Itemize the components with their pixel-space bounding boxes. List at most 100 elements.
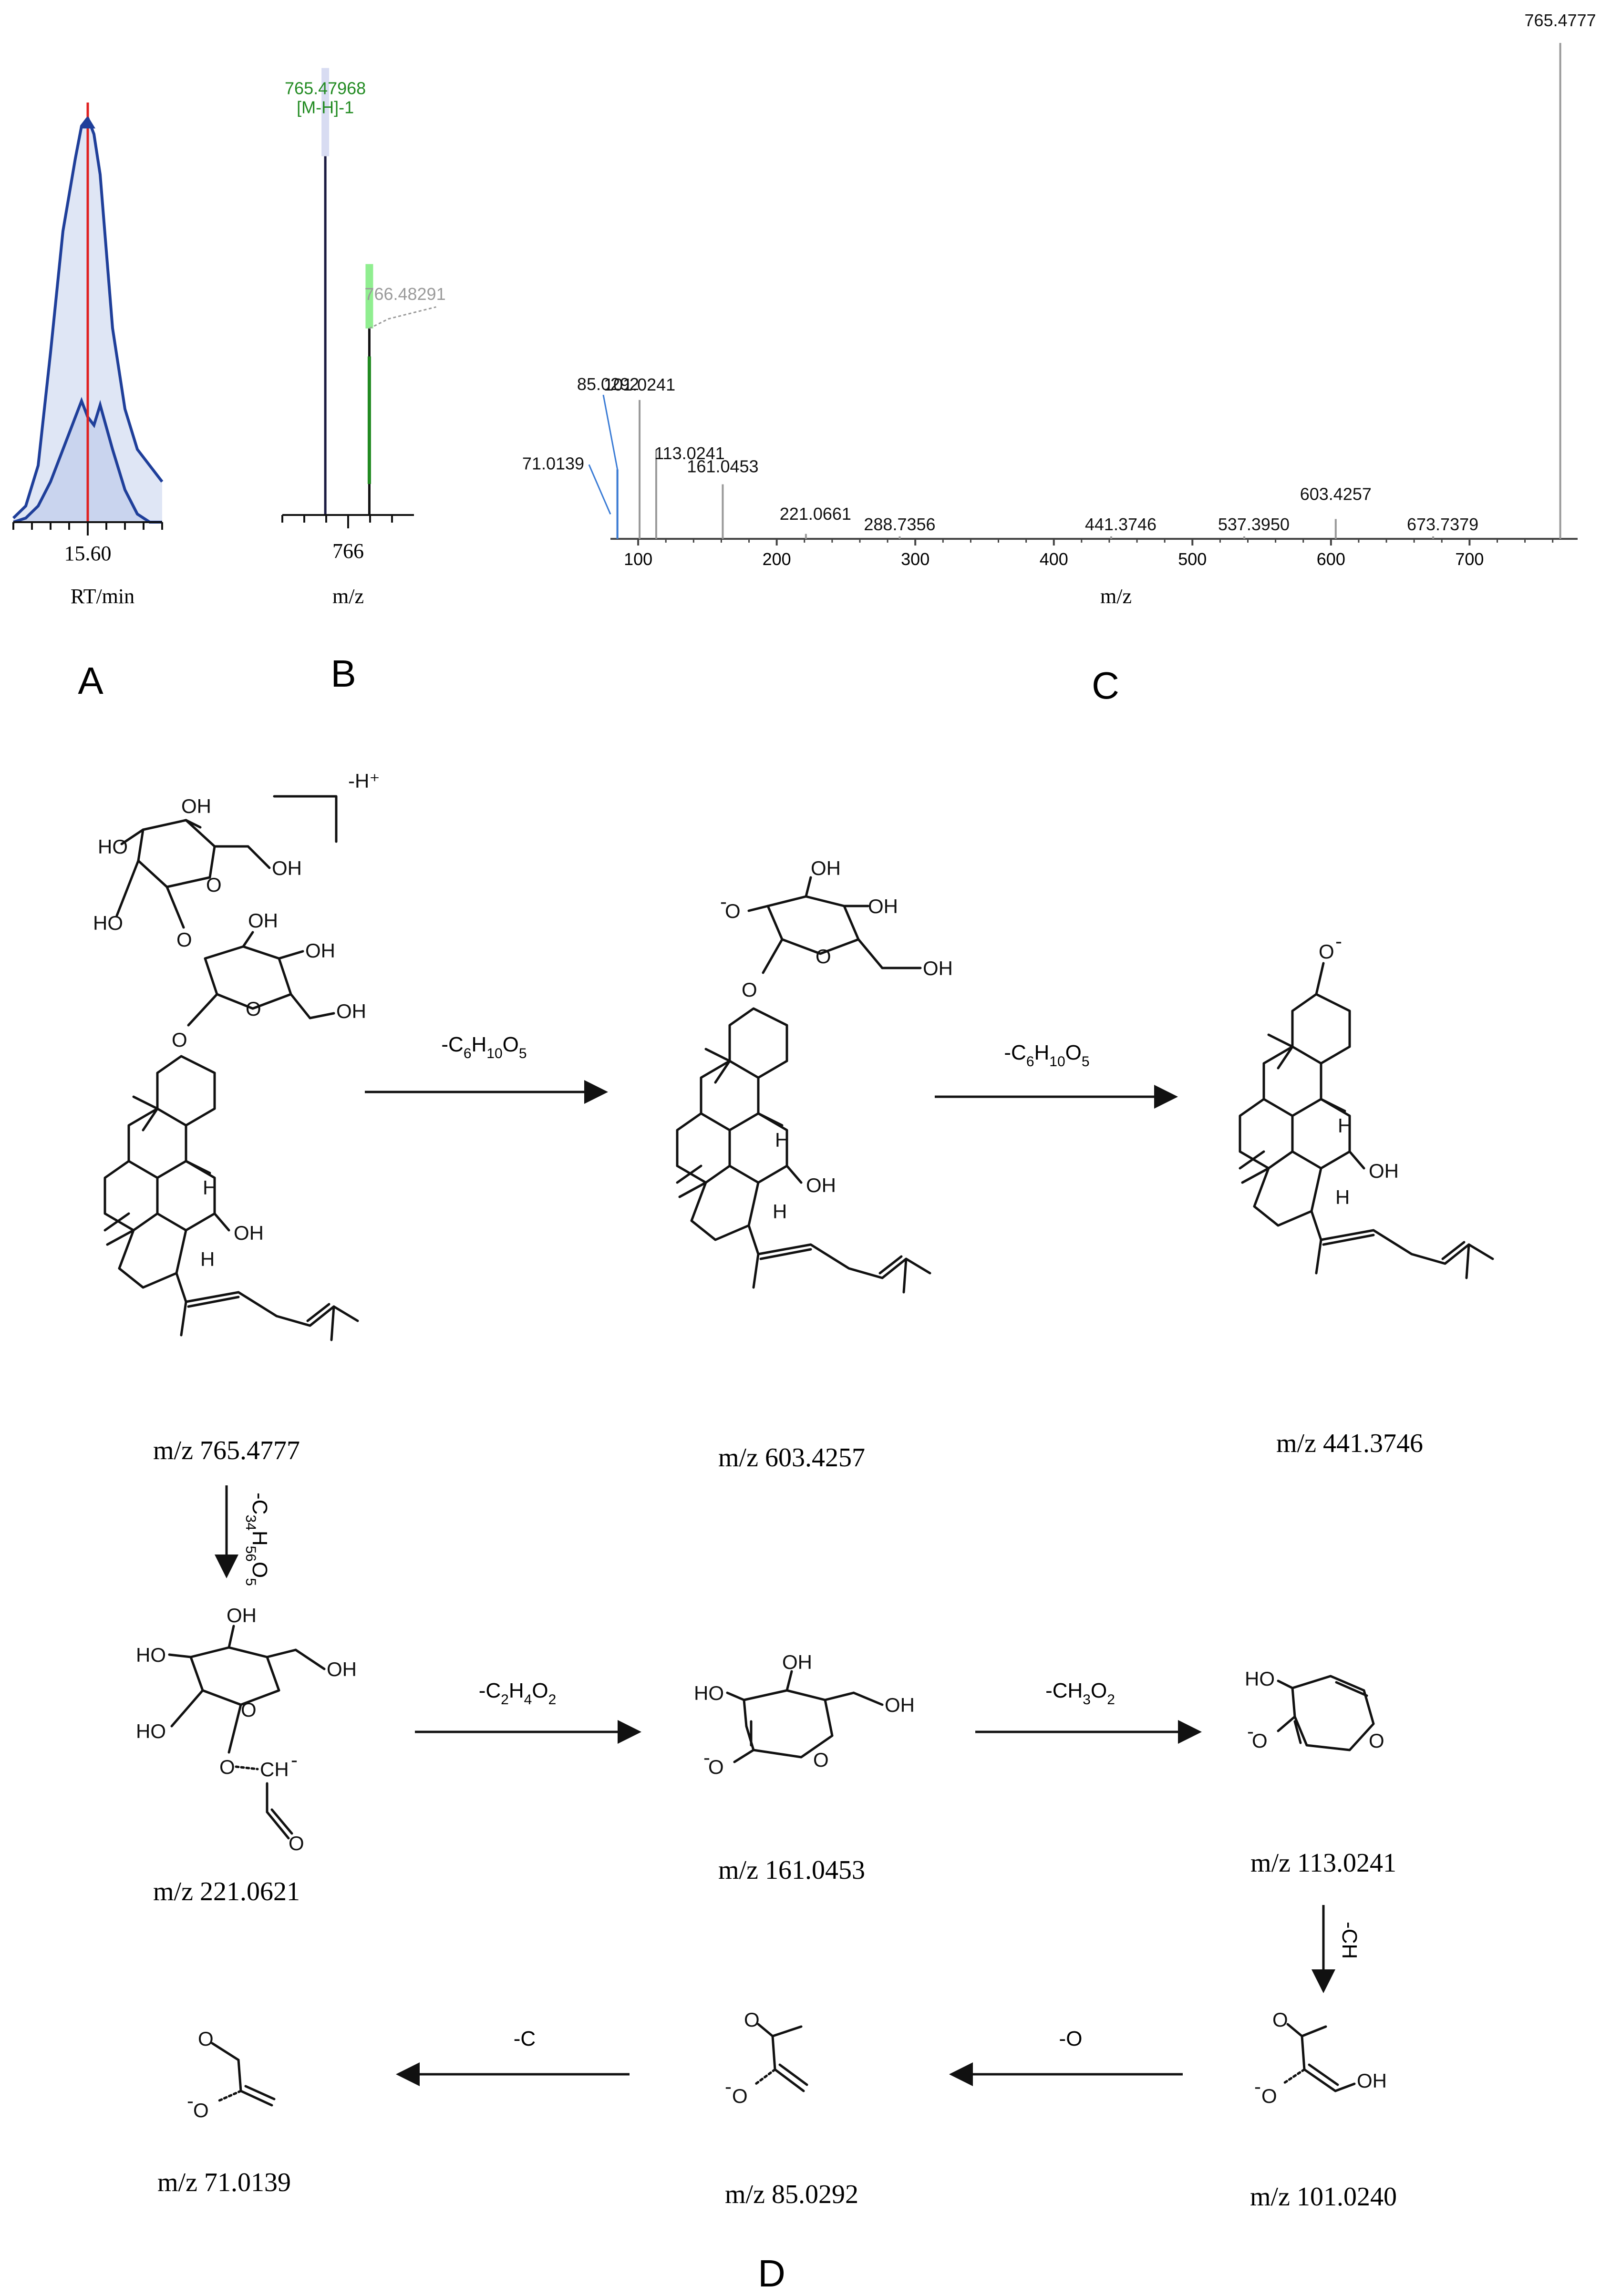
panel-b-isotope-spectrum: 765.47968 [M-H]-1 766.48291 766 m/z B <box>281 68 446 695</box>
svg-text:-: - <box>703 1746 710 1769</box>
peak-label-765: 765.47968 <box>285 79 366 98</box>
peak-label: 161.0453 <box>687 457 758 476</box>
structure-113: HO O O - m/z 113.0241 <box>1245 1668 1396 1878</box>
panel-label-d: D <box>758 2252 785 2295</box>
svg-text:OH: OH <box>327 1658 357 1680</box>
oh-group: OH <box>248 909 278 932</box>
svg-text:OH: OH <box>1357 2069 1387 2092</box>
oh-group: OH <box>811 857 841 879</box>
peak-highlight-green <box>365 264 373 329</box>
oh-group: OH <box>336 1000 366 1022</box>
triterpene-core: H OH H O - <box>1239 930 1494 1279</box>
peak-label: 221.0661 <box>780 504 851 524</box>
peak-label: 101.0241 <box>604 375 675 394</box>
compound-label-441: m/z 441.3746 <box>1276 1429 1423 1458</box>
compound-label-71: m/z 71.0139 <box>157 2168 291 2197</box>
peak-label: 537.3950 <box>1218 515 1290 534</box>
x-tick-label: 700 <box>1455 549 1484 569</box>
svg-text:-: - <box>291 1749 298 1771</box>
peak-label: 765.4777 <box>1525 10 1596 30</box>
x-tick-label-b: 766 <box>332 539 364 563</box>
loss-label-4: -C2H4O2 <box>479 1679 557 1708</box>
peak-label: 71.0139 <box>522 453 584 473</box>
deprotonation-label: -H⁺ <box>348 770 380 792</box>
peak-label: 441.3746 <box>1085 515 1157 534</box>
svg-text:O: O <box>289 1832 304 1854</box>
compound-label-85: m/z 85.0292 <box>725 2180 858 2209</box>
x-ticks-b <box>281 515 393 528</box>
svg-text:HO: HO <box>136 1644 166 1666</box>
svg-text:HO: HO <box>1245 1668 1275 1690</box>
loss-label-6: -CH <box>1338 1922 1361 1959</box>
oh-group: OH <box>868 895 898 917</box>
svg-text:O: O <box>219 1756 235 1778</box>
svg-text:O: O <box>744 2008 760 2031</box>
compound-label-161: m/z 161.0453 <box>718 1855 865 1885</box>
structure-101: O OH O - m/z 101.0240 <box>1250 2008 1397 2212</box>
compound-label-113: m/z 113.0241 <box>1250 1848 1396 1878</box>
apex-arrow-icon <box>80 116 95 129</box>
x-tick-label: 400 <box>1040 549 1068 569</box>
svg-text:H: H <box>1335 1186 1350 1208</box>
svg-text:CH: CH <box>260 1758 289 1781</box>
loss-label-8: -C <box>514 2027 536 2050</box>
svg-text:O: O <box>708 1756 724 1778</box>
svg-text:O: O <box>241 1699 257 1721</box>
oxide-anion: O <box>725 900 741 922</box>
svg-text:O: O <box>1261 2085 1277 2107</box>
ho-group: HO <box>93 912 123 934</box>
peak-label: 673.7379 <box>1407 515 1478 534</box>
panel-label-a: A <box>78 659 103 702</box>
oh-group: OH <box>234 1222 264 1244</box>
peak-label-leader <box>369 306 436 329</box>
svg-text:HO: HO <box>694 1682 724 1704</box>
compound-label-603: m/z 603.4257 <box>718 1443 865 1472</box>
structure-765: -H⁺ OH HO HO OH O O OH OH O OH <box>93 770 380 1465</box>
x-tick-label-a: 15.60 <box>64 542 112 565</box>
svg-text:H: H <box>775 1129 789 1151</box>
svg-text:OH: OH <box>227 1604 257 1627</box>
label-leader <box>602 394 619 470</box>
loss-label-3: -C34H56O5 <box>243 1493 271 1586</box>
oh-group: OH <box>181 795 211 817</box>
loss-label-1: -C6H10O5 <box>441 1033 527 1061</box>
panel-label-c: C <box>1092 664 1119 707</box>
svg-text:H: H <box>773 1200 787 1223</box>
spectrum-bars <box>616 43 1561 539</box>
glycosidic-oxygen: O <box>172 1029 187 1051</box>
peak-label: 113.0241 <box>654 443 724 463</box>
compound-label-101: m/z 101.0240 <box>1250 2182 1397 2212</box>
peak-label: 603.4257 <box>1300 484 1372 504</box>
x-axis-title-a: RT/min <box>71 585 134 608</box>
svg-text:H: H <box>1338 1114 1352 1137</box>
glycosidic-oxygen: O <box>176 928 192 951</box>
svg-text:O: O <box>813 1749 829 1771</box>
svg-text:O: O <box>1369 1730 1384 1752</box>
h-atom: H <box>200 1248 215 1270</box>
oh-group: OH <box>272 857 302 879</box>
svg-text:-: - <box>725 2075 732 2098</box>
oh-group: OH <box>305 939 335 962</box>
structure-71: O O - m/z 71.0139 <box>157 2028 291 2197</box>
svg-text:O: O <box>193 2099 209 2121</box>
triterpene-core: H OH H <box>103 1055 359 1341</box>
loss-label-2: -C6H10O5 <box>1004 1041 1089 1070</box>
structure-85: O O - m/z 85.0292 <box>725 2008 858 2209</box>
svg-text:O: O <box>1252 1730 1268 1752</box>
peak-label: 85.0292 <box>577 374 639 394</box>
label-leader <box>588 464 611 515</box>
structure-603: O - OH OH O OH O H <box>676 857 953 1472</box>
svg-text:HO: HO <box>136 1720 166 1742</box>
ion-bracket <box>273 795 338 843</box>
svg-text:O: O <box>732 2085 748 2107</box>
svg-text:OH: OH <box>885 1694 915 1716</box>
x-tick-label: 500 <box>1178 549 1207 569</box>
svg-text:O: O <box>1319 940 1334 963</box>
x-tick-label: 100 <box>624 549 652 569</box>
svg-text:OH: OH <box>806 1174 836 1196</box>
svg-text:-: - <box>720 890 727 913</box>
x-tick-label: 300 <box>901 549 929 569</box>
x-axis-title-b: m/z <box>332 585 364 608</box>
